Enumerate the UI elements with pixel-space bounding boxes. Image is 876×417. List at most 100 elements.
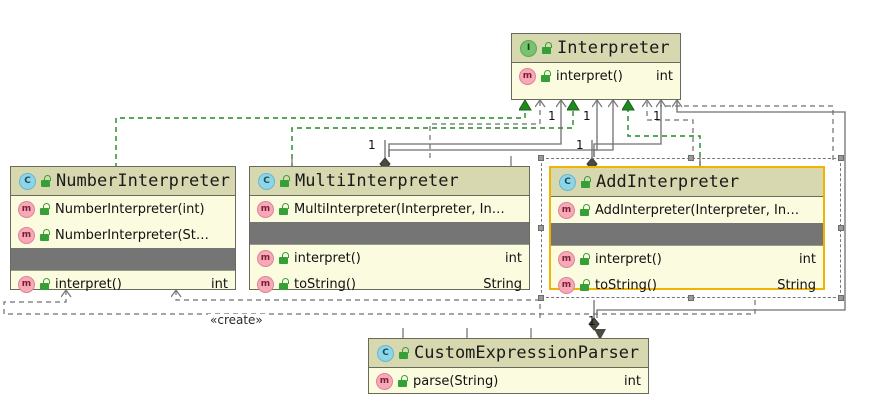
method-badge-icon: m: [257, 275, 274, 293]
member-section: m MultiInterpreter(Interpreter, Interpre…: [250, 196, 529, 222]
method-badge-icon: m: [558, 201, 575, 219]
member-row[interactable]: m AddInterpreter(Interpreter, Interprete…: [551, 197, 823, 223]
selection-handle-nw[interactable]: [538, 155, 544, 161]
member-type: String: [777, 277, 816, 293]
member-row[interactable]: m NumberInterpreter(String): [11, 222, 235, 248]
public-unlocked-padlock-icon: [399, 347, 409, 359]
method-badge-icon: m: [558, 276, 575, 294]
public-unlocked-padlock-icon: [580, 204, 590, 216]
multiplicity-label-2: 1: [583, 109, 591, 123]
member-row[interactable]: m toString() String: [551, 272, 823, 298]
selection-handle-ne[interactable]: [838, 155, 844, 161]
member-type: int: [656, 68, 673, 84]
multiplicity-label-1: 1: [548, 109, 556, 123]
class-name-text: NumberInterpreter: [56, 171, 230, 191]
member-section: m interpret() int m toString() String: [551, 245, 823, 298]
method-badge-icon: m: [257, 200, 274, 218]
class-badge-icon: C: [377, 344, 394, 362]
multiplicity-label-5: 1: [576, 138, 584, 152]
public-unlocked-padlock-icon: [398, 375, 408, 387]
class-badge-icon: C: [19, 172, 36, 190]
public-unlocked-padlock-icon: [581, 176, 591, 188]
method-badge-icon: m: [558, 250, 575, 268]
interface-badge-icon: I: [520, 39, 537, 57]
public-unlocked-padlock-icon: [40, 229, 50, 241]
member-section: m interpret() int m toString() String: [250, 244, 529, 297]
public-unlocked-padlock-icon: [580, 253, 590, 265]
member-row[interactable]: m interpret() int: [512, 63, 680, 89]
section-separator-band: [250, 222, 529, 244]
public-unlocked-padlock-icon: [279, 203, 289, 215]
class-box-custom-expression-parser[interactable]: C CustomExpressionParser m parse(String)…: [368, 338, 649, 394]
member-row[interactable]: m interpret() int: [11, 271, 235, 297]
class-title-add-interpreter: C AddInterpreter: [551, 168, 823, 197]
class-name-text: Interpreter: [557, 38, 670, 58]
multiplicity-label-4: 1: [368, 138, 376, 152]
selection-handle-e[interactable]: [838, 225, 844, 231]
member-section: m AddInterpreter(Interpreter, Interprete…: [551, 197, 823, 223]
member-row[interactable]: m NumberInterpreter(int): [11, 196, 235, 222]
class-title-multi-interpreter: C MultiInterpreter: [250, 167, 529, 196]
class-box-add-interpreter[interactable]: C AddInterpreter m AddInterpreter(Interp…: [549, 166, 825, 294]
member-name: NumberInterpreter(String): [55, 227, 213, 243]
public-unlocked-padlock-icon: [580, 279, 590, 291]
class-box-number-interpreter[interactable]: C NumberInterpreter m NumberInterpreter(…: [10, 166, 236, 293]
public-unlocked-padlock-icon: [40, 203, 50, 215]
member-name: toString(): [294, 276, 356, 292]
public-unlocked-padlock-icon: [542, 42, 552, 54]
public-unlocked-padlock-icon: [279, 252, 289, 264]
selection-handle-w[interactable]: [538, 225, 544, 231]
method-badge-icon: m: [18, 275, 35, 293]
multiplicity-label-6: 1: [588, 314, 596, 328]
class-box-multi-interpreter[interactable]: C MultiInterpreter m MultiInterpreter(In…: [249, 166, 530, 293]
method-badge-icon: m: [519, 67, 536, 85]
member-type: int: [624, 373, 641, 389]
selection-handle-s[interactable]: [688, 295, 694, 301]
public-unlocked-padlock-icon: [541, 70, 551, 82]
member-section: m interpret() int: [11, 270, 235, 297]
member-name: interpret(): [55, 276, 122, 292]
class-title-interpreter: I Interpreter: [512, 34, 680, 63]
member-row[interactable]: m toString() String: [250, 271, 529, 297]
method-badge-icon: m: [18, 200, 35, 218]
member-name: parse(String): [413, 373, 499, 389]
member-name: interpret(): [294, 250, 361, 266]
member-row[interactable]: m MultiInterpreter(Interpreter, Interpre…: [250, 196, 529, 222]
edge-stubs: [402, 328, 532, 338]
method-badge-icon: m: [18, 226, 35, 244]
class-badge-icon: C: [258, 172, 275, 190]
selection-frame: [541, 158, 841, 298]
selection-handle-n[interactable]: [688, 155, 694, 161]
member-row[interactable]: m interpret() int: [551, 246, 823, 272]
public-unlocked-padlock-icon: [41, 175, 51, 187]
class-box-interpreter[interactable]: I Interpreter m interpret() int: [511, 33, 681, 100]
class-name-text: AddInterpreter: [596, 172, 740, 192]
selection-handle-sw[interactable]: [538, 295, 544, 301]
method-badge-icon: m: [376, 372, 393, 390]
public-unlocked-padlock-icon: [40, 278, 50, 290]
member-name: interpret(): [556, 68, 623, 84]
class-name-text: CustomExpressionParser: [414, 343, 640, 363]
member-section: m NumberInterpreter(int) m NumberInterpr…: [11, 196, 235, 248]
create-stereotype-label: «create»: [208, 313, 265, 327]
public-unlocked-padlock-icon: [279, 278, 289, 290]
public-unlocked-padlock-icon: [280, 175, 290, 187]
member-row[interactable]: m interpret() int: [250, 245, 529, 271]
member-section: m parse(String) int: [369, 368, 648, 394]
class-name-text: MultiInterpreter: [295, 171, 459, 191]
member-type: int: [505, 250, 522, 266]
selection-handle-se[interactable]: [838, 295, 844, 301]
multiplicity-label-3: 1: [653, 109, 661, 123]
member-name: NumberInterpreter(int): [55, 201, 205, 217]
method-badge-icon: m: [257, 249, 274, 267]
class-title-custom-expression-parser: C CustomExpressionParser: [369, 339, 648, 368]
class-badge-icon: C: [559, 173, 576, 191]
class-title-number-interpreter: C NumberInterpreter: [11, 167, 235, 196]
section-separator-band: [11, 248, 235, 270]
member-type: String: [483, 276, 522, 292]
member-type: int: [799, 251, 816, 267]
member-type: int: [211, 276, 228, 292]
member-row[interactable]: m parse(String) int: [369, 368, 648, 394]
member-name: MultiInterpreter(Interpreter, Interprete…: [294, 201, 507, 217]
